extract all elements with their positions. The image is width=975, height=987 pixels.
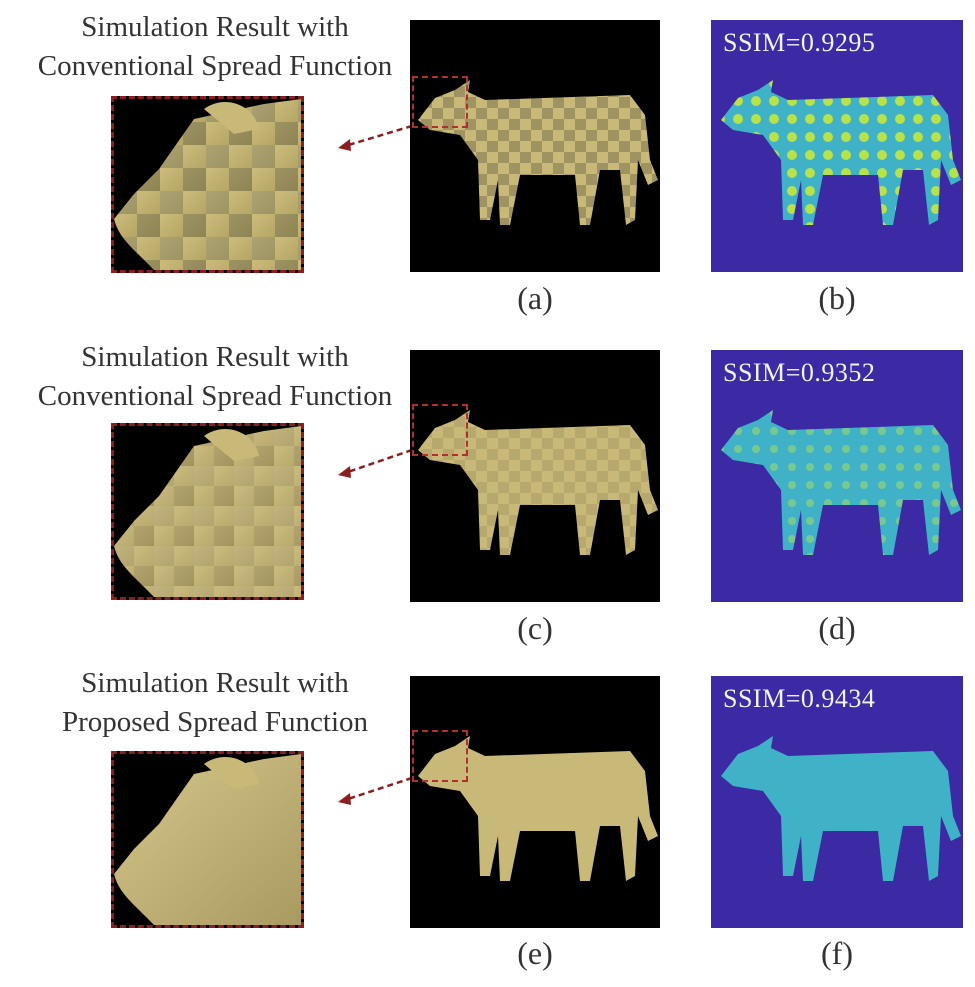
render-image-e bbox=[410, 676, 660, 928]
row-caption: Simulation Result with Conventional Spre… bbox=[20, 338, 410, 416]
figure-row-e-f: Simulation Result with Proposed Spread F… bbox=[0, 660, 975, 987]
panel-label-e: (e) bbox=[517, 935, 553, 971]
figure-row-a-b: Simulation Result with Conventional Spre… bbox=[0, 0, 975, 330]
caption-line-1: Simulation Result with bbox=[81, 11, 349, 43]
render-image-c bbox=[410, 350, 660, 602]
panel-label-f: (f) bbox=[821, 935, 853, 971]
caption-line-1: Simulation Result with bbox=[81, 341, 349, 373]
caption-line-2: Conventional Spread Function bbox=[37, 380, 393, 412]
row-caption: Simulation Result with Conventional Spre… bbox=[20, 8, 410, 86]
panel-label-b: (b) bbox=[818, 280, 856, 316]
render-image-a bbox=[410, 20, 660, 272]
ssim-map-d: SSIM=0.9352 bbox=[711, 350, 963, 602]
ssim-map-f: SSIM=0.9434 bbox=[711, 676, 963, 928]
roi-box bbox=[412, 76, 468, 128]
roi-box bbox=[412, 730, 468, 782]
ssim-value: SSIM=0.9352 bbox=[723, 358, 876, 387]
ssim-value: SSIM=0.9295 bbox=[723, 28, 876, 57]
zoomed-head-image bbox=[111, 96, 304, 273]
caption-line-1: Simulation Result with bbox=[81, 667, 349, 699]
row-caption: Simulation Result with Proposed Spread F… bbox=[20, 664, 410, 742]
caption-line-2: Conventional Spread Function bbox=[37, 50, 393, 82]
panel-label-a: (a) bbox=[517, 280, 553, 316]
roi-box bbox=[412, 404, 468, 456]
ssim-map-b: SSIM=0.9295 bbox=[711, 20, 963, 272]
caption-line-2: Proposed Spread Function bbox=[61, 706, 369, 738]
figure-row-c-d: Simulation Result with Conventional Spre… bbox=[0, 330, 975, 660]
ssim-value: SSIM=0.9434 bbox=[723, 684, 876, 713]
panel-label-d: (d) bbox=[818, 610, 856, 646]
zoomed-head-image bbox=[111, 423, 304, 600]
zoomed-head-image bbox=[111, 751, 304, 928]
panel-label-c: (c) bbox=[517, 610, 553, 646]
